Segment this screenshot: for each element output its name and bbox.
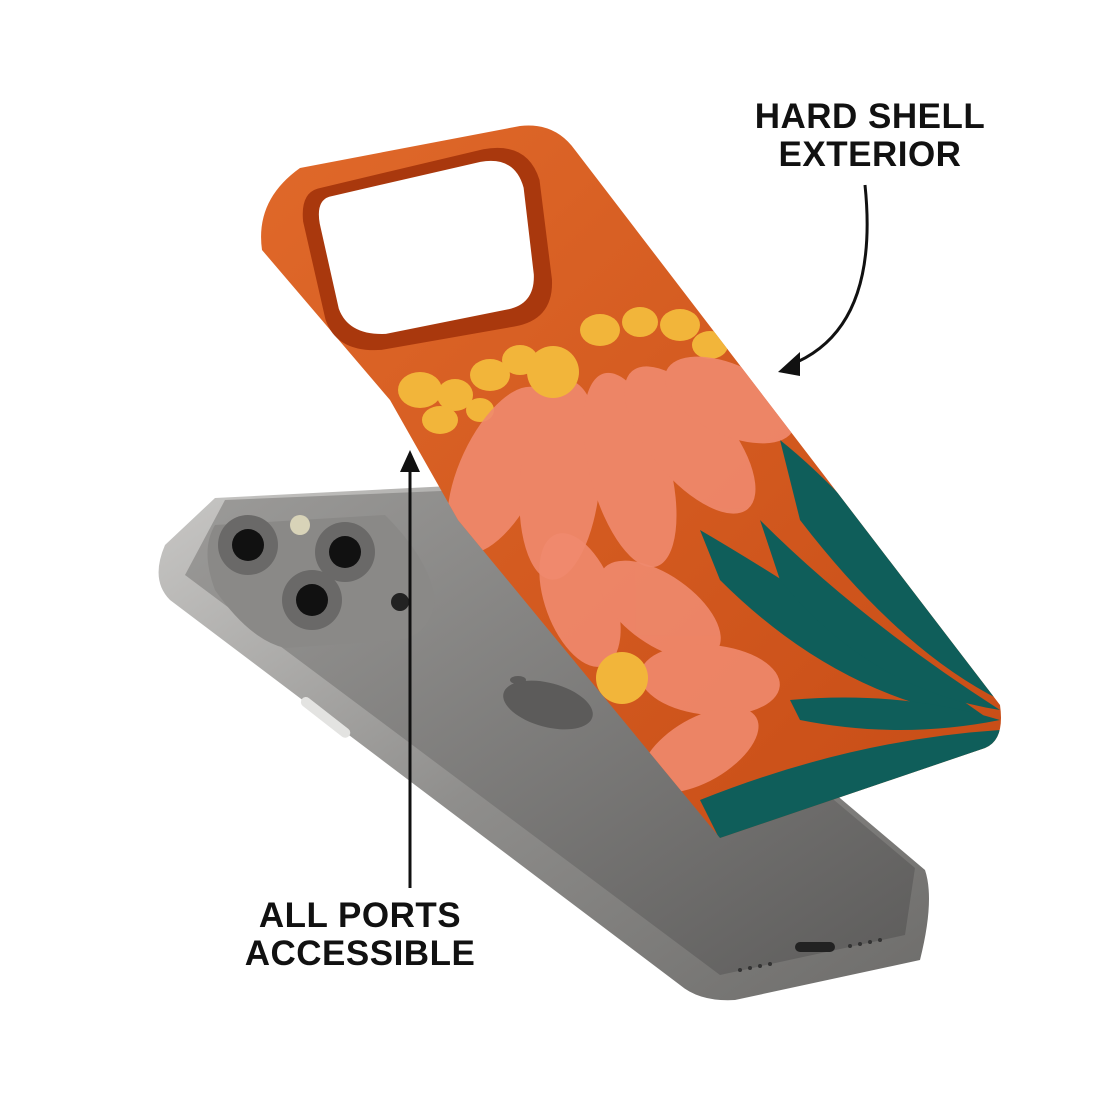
leaves (700, 440, 1000, 838)
large-flower (447, 356, 796, 580)
side-button (300, 697, 351, 738)
charging-port (795, 942, 835, 952)
camera-module (207, 515, 435, 648)
callout-line: HARD SHELL (754, 97, 986, 136)
small-flower-face (596, 652, 648, 704)
arrow-icon (778, 352, 800, 376)
camera-cutout (318, 160, 534, 334)
callout-line: ACCESSIBLE (244, 934, 476, 973)
phone (158, 485, 930, 1001)
arrow-icon (408, 184, 869, 888)
callout-line: ALL PORTS (258, 896, 462, 935)
hard-shell-case (261, 125, 1001, 838)
flower-center-band (398, 307, 728, 434)
smiling-flower-face (527, 346, 579, 398)
ports-callout: ALL PORTS ACCESSIBLE (230, 897, 490, 973)
hard-shell-callout: HARD SHELL EXTERIOR (730, 98, 1010, 174)
small-flower (539, 533, 780, 793)
camera-lens-icon (218, 515, 409, 630)
callout-line: EXTERIOR (778, 135, 962, 174)
arrow-icon (400, 450, 420, 472)
speaker-grille (738, 938, 882, 972)
apple-logo-icon (503, 676, 593, 730)
